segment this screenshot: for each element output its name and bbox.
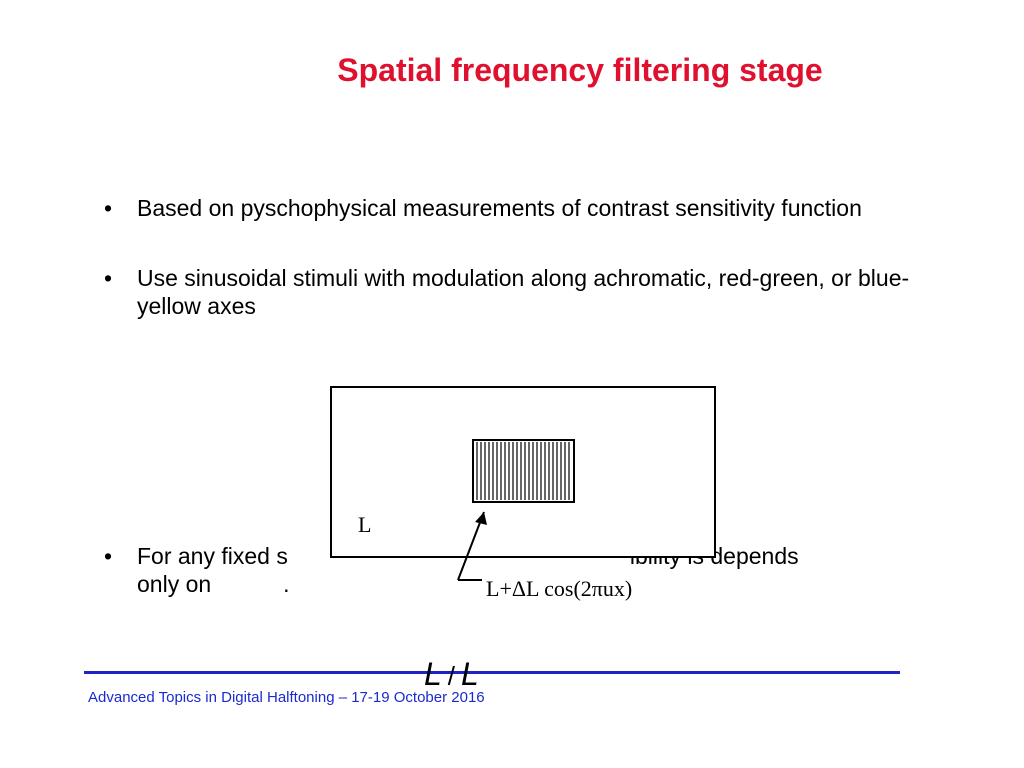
bullet-text-start: For any fixed s	[137, 543, 288, 569]
grating-luminance-label: L+ΔL cos(2πux)	[486, 576, 632, 601]
bullet-text-dot: .	[283, 571, 290, 597]
formula-numerator: L	[424, 656, 442, 692]
formula-denominator: L	[461, 656, 479, 692]
bullet-item: • Use sinusoidal stimuli with modulation…	[104, 264, 942, 320]
bullet-text: Use sinusoidal stimuli with modulation a…	[137, 265, 910, 319]
formula-slash: /	[447, 661, 456, 691]
pointer-arrow	[457, 511, 485, 581]
contrast-formula: L/L	[424, 656, 479, 693]
pointer-arrowhead	[475, 512, 487, 525]
slide-title: Spatial frequency filtering stage	[337, 52, 823, 88]
stimulus-figure: L L+ΔL cos(2πux)	[330, 386, 716, 601]
grating-patch	[472, 439, 575, 503]
footer-rule	[84, 671, 900, 674]
bullet-text: Based on pyschophysical measurements of …	[137, 195, 862, 221]
bullet-text-line2: only on	[137, 571, 212, 597]
bullet-item: • Based on pyschophysical measurements o…	[104, 194, 942, 222]
bullet-dot: •	[104, 265, 113, 291]
bullet-dot: •	[104, 195, 113, 221]
background-luminance-label: L	[358, 512, 371, 537]
bullet-dot: •	[104, 543, 113, 569]
footer-text: Advanced Topics in Digital Halftoning – …	[88, 689, 485, 706]
